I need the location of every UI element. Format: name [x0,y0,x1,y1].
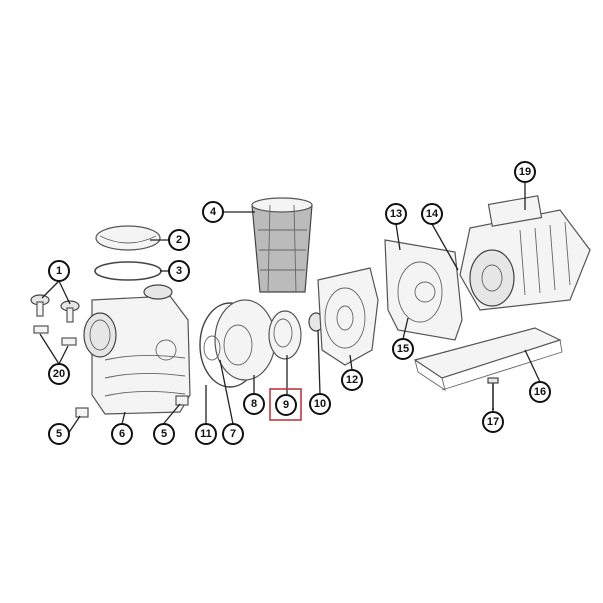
svg-text:20: 20 [53,368,65,380]
seal-plate [317,267,379,366]
svg-text:17: 17 [487,416,499,428]
drain-plug [175,395,189,406]
drain-knobs [30,294,80,323]
plug [33,325,49,334]
svg-text:8: 8 [251,398,257,410]
callout-4[interactable]: 4 [202,201,224,223]
callout-2[interactable]: 2 [168,229,190,251]
svg-text:1: 1 [56,265,62,277]
pump-housing [83,284,191,415]
plug [61,337,77,346]
callout-8[interactable]: 8 [243,393,265,415]
svg-text:9: 9 [283,399,289,411]
callout-19[interactable]: 19 [514,161,536,183]
svg-text:12: 12 [346,374,358,386]
svg-text:11: 11 [200,428,212,440]
leader-lines [39,182,541,435]
callout-3[interactable]: 3 [168,260,190,282]
strainer-basket [251,197,313,293]
callout-6[interactable]: 6 [111,423,133,445]
callout-9[interactable]: 9 [275,394,297,416]
lid [95,225,161,251]
callout-14[interactable]: 14 [421,203,443,225]
callout-10[interactable]: 10 [309,393,331,415]
callout-15[interactable]: 15 [392,338,414,360]
callout-5-left[interactable]: 5 [48,423,70,445]
callout-13[interactable]: 13 [385,203,407,225]
base-screw [487,377,499,410]
impeller [268,310,302,360]
callout-11[interactable]: 11 [195,423,217,445]
svg-text:5: 5 [56,428,62,440]
svg-text:19: 19 [519,166,531,178]
callout-7[interactable]: 7 [222,423,244,445]
svg-text:3: 3 [176,265,182,277]
svg-text:5: 5 [161,428,167,440]
motor-base [413,327,563,392]
svg-text:13: 13 [390,208,402,220]
svg-text:7: 7 [230,428,236,440]
drain-plug [75,407,89,418]
callout-1[interactable]: 1 [48,260,70,282]
callout-20[interactable]: 20 [48,363,70,385]
svg-text:16: 16 [534,386,546,398]
motor [459,195,591,311]
lid-seal [94,261,162,281]
svg-text:15: 15 [397,343,409,355]
svg-text:2: 2 [176,234,182,246]
callout-12[interactable]: 12 [341,369,363,391]
svg-text:4: 4 [210,206,217,218]
svg-text:6: 6 [119,428,125,440]
callout-16[interactable]: 16 [529,381,551,403]
svg-text:14: 14 [426,208,439,220]
diffuser [203,299,276,381]
highlight-box [269,388,302,421]
svg-text:10: 10 [314,398,326,410]
motor-bracket [384,239,463,341]
callout-5-right[interactable]: 5 [153,423,175,445]
callout-17[interactable]: 17 [482,411,504,433]
